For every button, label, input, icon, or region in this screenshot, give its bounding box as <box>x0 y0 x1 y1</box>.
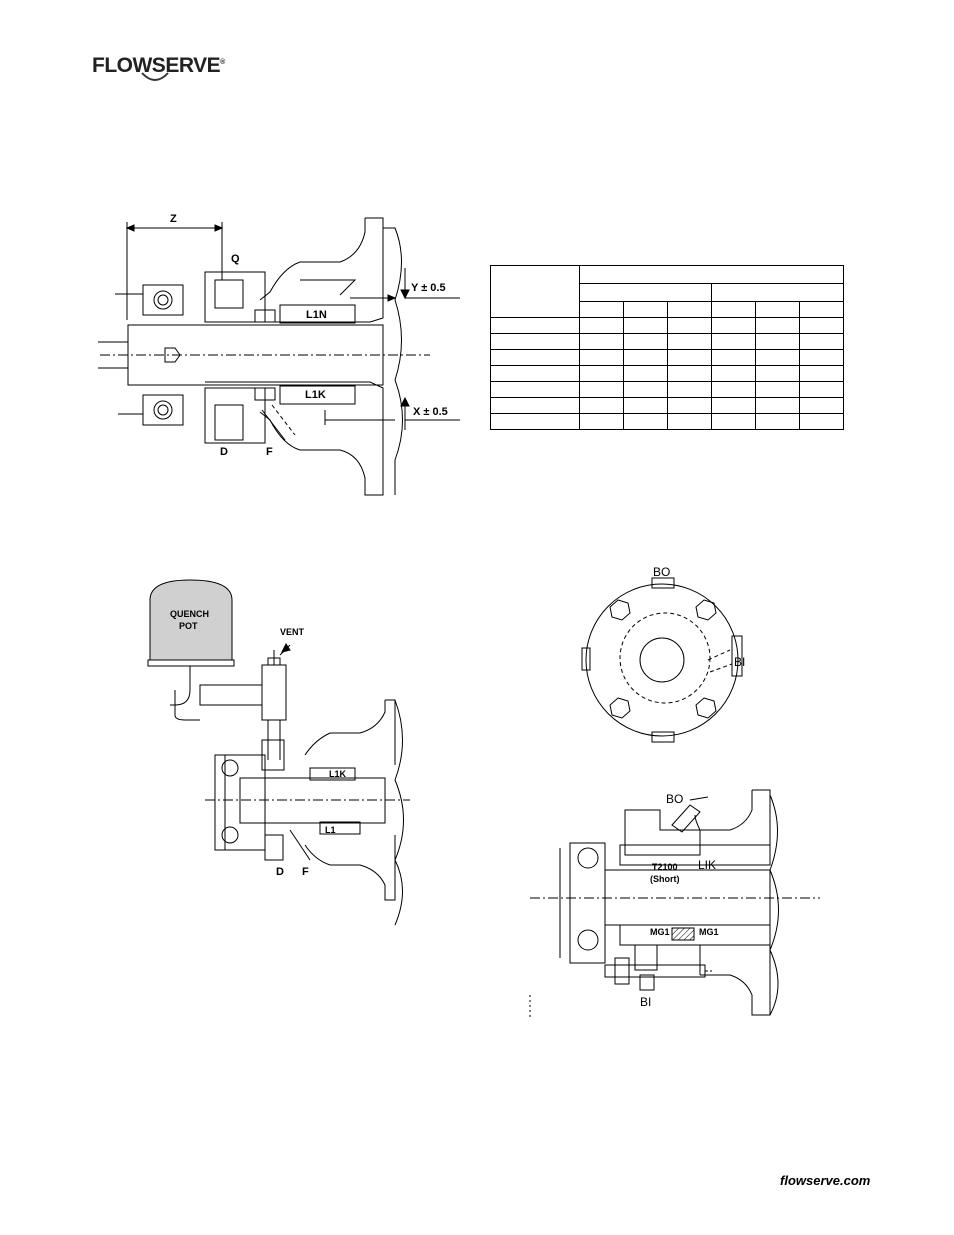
registered-mark: ® <box>220 59 225 66</box>
mg1-left-label: MG1 <box>650 927 670 937</box>
bi-label-fig4: BI <box>640 995 652 1009</box>
bi-label-fig3: BI <box>734 655 746 669</box>
table-row <box>490 317 844 334</box>
short-label: (Short) <box>650 874 680 884</box>
port-d-label: D <box>220 446 228 458</box>
table-cell <box>799 413 844 430</box>
logo-swoosh-icon <box>141 72 169 81</box>
port-q-label: Q <box>231 253 240 265</box>
dimension-table <box>490 265 844 430</box>
bo-label-fig3: BO <box>653 565 671 579</box>
dimension-y-label: Y ± 0.5 <box>411 282 446 294</box>
flowserve-logo: FLOWSERVE® <box>92 54 225 78</box>
t2100-label: T2100 <box>652 862 678 872</box>
dimension-x-label: X ± 0.5 <box>413 406 448 418</box>
mg1-right-label: MG1 <box>699 927 719 937</box>
port-f-label: F <box>266 446 273 458</box>
quench-pot-label-line2: POT <box>179 621 198 631</box>
table-row <box>490 381 844 398</box>
table-row <box>490 265 844 318</box>
lik-label: LIK <box>698 858 717 872</box>
port-d-label-fig2: D <box>276 866 284 878</box>
footer-website-url: flowserve.com <box>780 1173 871 1188</box>
l1k-label-fig2: L1K <box>329 769 347 779</box>
table-row <box>490 413 844 430</box>
bo-label-fig4: BO <box>666 792 684 806</box>
quench-pot-label-line1: QUENCH <box>170 609 210 619</box>
l1k-label: L1K <box>305 389 326 401</box>
port-f-label-fig2: F <box>302 866 309 878</box>
dimension-z-label: Z <box>170 213 177 225</box>
l1n-label: L1N <box>306 309 327 321</box>
vent-label: VENT <box>280 627 305 637</box>
l1-label-fig2: L1 <box>325 825 336 835</box>
logo-text: FLOWSERVE <box>92 54 221 77</box>
